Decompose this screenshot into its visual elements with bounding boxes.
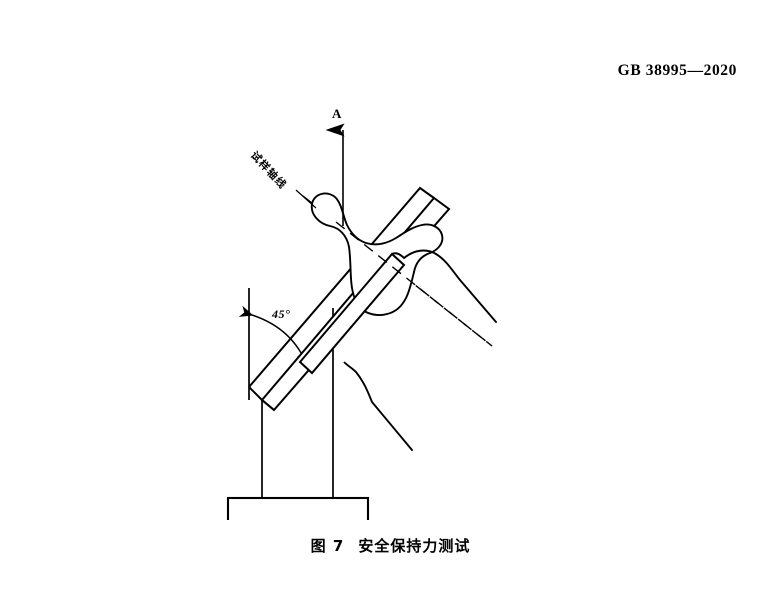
specimen-shield-outline (343, 249, 497, 451)
specimen-axis-overlay (335, 221, 493, 347)
inclined-support-bar-45deg (248, 186, 451, 412)
standard-number-header: GB 38995—2020 (617, 62, 737, 79)
figure-caption-number: 图 7 (310, 537, 345, 555)
force-arrow-label: A (332, 106, 342, 121)
axis-label-leader-line (295, 189, 317, 209)
angle-45-label: 45° (272, 307, 291, 321)
figure-caption-title: 安全保持力测试 (358, 537, 471, 555)
figure-7-illustration (226, 123, 497, 520)
inclined-bar-front-segment (298, 252, 406, 375)
figure-caption: 图 7 安全保持力测试 (0, 535, 781, 556)
pacifier-teat-specimen (310, 192, 444, 316)
base-plate (226, 496, 370, 520)
figure-drawing-area (0, 90, 781, 520)
